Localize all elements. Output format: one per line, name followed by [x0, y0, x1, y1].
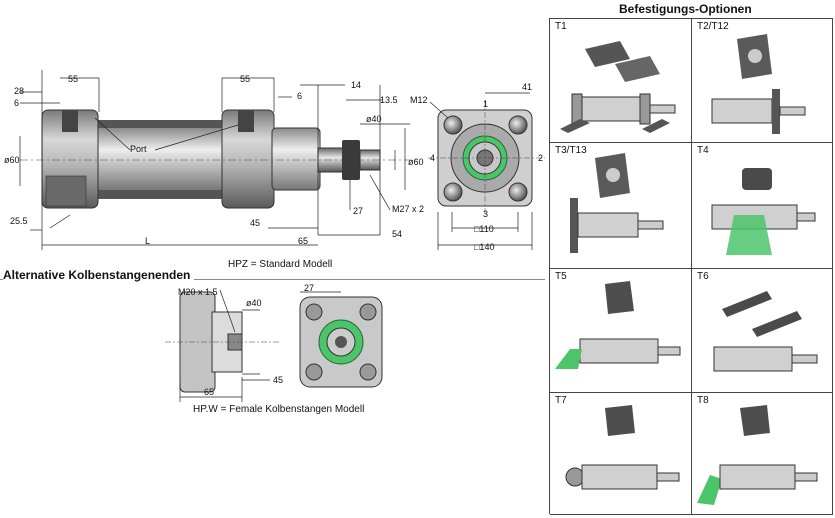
rod-gland [271, 127, 321, 191]
face-number-4: 4 [430, 153, 435, 163]
option-cell-t7[interactable]: T7 [550, 393, 692, 515]
options-heading: Befestigungs-Optionen [619, 2, 752, 16]
option-cell-t5[interactable]: T5 [550, 269, 692, 393]
dim-sq110: □110 [474, 224, 494, 234]
port-label: Port [130, 144, 147, 154]
dim-alt-45: 45 [273, 375, 283, 385]
dim-alt-dia40: ø40 [246, 298, 262, 308]
face-number-2: 2 [538, 153, 543, 163]
dim-28: 28 [14, 86, 24, 96]
face-number-1: 1 [483, 99, 488, 109]
dim-m12: M12 [410, 95, 428, 105]
female-model-drawing: M20 x 1.5 ø40 45 65 27 [165, 283, 383, 402]
dim-13-5: 13.5 [380, 95, 398, 105]
option-label-t7: T7 [555, 395, 567, 406]
dim-m27: M27 x 2 [392, 204, 424, 214]
front-port [238, 110, 254, 132]
dim-6-left: 6 [14, 98, 19, 108]
dim-6-right: 6 [297, 91, 302, 101]
face-number-3: 3 [483, 209, 488, 219]
dim-41: 41 [522, 82, 532, 92]
rear-port [62, 110, 78, 132]
dim-54: 54 [392, 229, 402, 239]
female-model-caption: HP.W = Female Kolbenstangen Modell [193, 404, 365, 415]
dim-alt-27: 27 [304, 283, 314, 293]
options-grid: T1 T2/T12 T3/T13 T4 [549, 18, 833, 515]
section-divider [0, 279, 545, 280]
dim-dia60-right: ø60 [408, 157, 424, 167]
dim-L: L [145, 236, 150, 246]
option-label-t8: T8 [697, 395, 709, 406]
dim-45: 45 [250, 218, 260, 228]
end-view-dimensions [429, 92, 533, 250]
dim-25-5: 25.5 [10, 216, 28, 226]
option-cell-t4[interactable]: T4 [692, 143, 833, 269]
dim-65: 65 [298, 236, 308, 246]
dim-55-right: 55 [240, 74, 250, 84]
option-label-t4: T4 [697, 145, 709, 156]
option-cell-t1[interactable]: T1 [550, 19, 692, 143]
option-label-t3-t13: T3/T13 [555, 145, 587, 156]
dim-14: 14 [351, 80, 361, 90]
end-view [428, 100, 545, 215]
option-cell-t2-t12[interactable]: T2/T12 [692, 19, 833, 143]
dim-dia40: ø40 [366, 114, 382, 124]
option-cell-t8[interactable]: T8 [692, 393, 833, 515]
dim-27: 27 [353, 206, 363, 216]
option-label-t5: T5 [555, 271, 567, 282]
cylinder-barrel [95, 128, 225, 190]
standard-model-caption: HPZ = Standard Modell [228, 259, 333, 270]
alt-heading: Alternative Kolbenstangenenden [3, 268, 195, 282]
dimension-lines [19, 70, 410, 250]
option-label-t1: T1 [555, 21, 567, 32]
dim-dia60-left: ø60 [4, 155, 20, 165]
dim-sq140: □140 [474, 242, 494, 252]
standard-model-drawing: 28 55 6 55 6 14 13.5 ø40 ø60 ø60 M27 x 2… [4, 70, 545, 252]
option-label-t2-t12: T2/T12 [697, 21, 729, 32]
option-cell-t6[interactable]: T6 [692, 269, 833, 393]
dim-alt-65: 65 [204, 387, 214, 397]
tie-rod-top [95, 120, 225, 129]
option-cell-t3-t13[interactable]: T3/T13 [550, 143, 692, 269]
rear-cutaway [45, 175, 87, 207]
dim-55-left: 55 [68, 74, 78, 84]
option-label-t6: T6 [697, 271, 709, 282]
dim-m20: M20 x 1.5 [178, 287, 218, 297]
tie-rod-bottom [95, 190, 225, 199]
